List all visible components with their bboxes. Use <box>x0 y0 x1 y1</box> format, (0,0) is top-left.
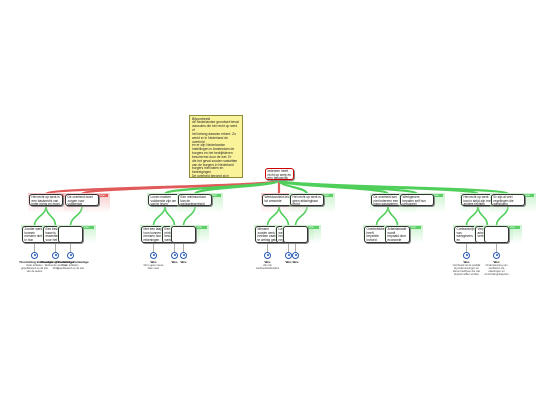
source-name: Wes <box>292 259 299 264</box>
source-name: Flourishing Bookwolge <box>19 259 53 264</box>
branch-claim[interactable]: Een minimumloon kan de werkgelegenheid v… <box>178 194 212 206</box>
branch-link <box>277 178 510 196</box>
person-icon[interactable] <box>292 252 299 259</box>
person-icon[interactable] <box>31 252 38 259</box>
child-claim[interactable]: Contractvrijheid van werkgevers en werkn… <box>454 226 479 243</box>
branch-tag: Tegen <box>98 194 108 197</box>
child-claim[interactable] <box>283 226 308 243</box>
source-caption: Zie ook werkloosheidscijfers <box>255 263 280 270</box>
person-icon[interactable] <box>285 252 292 259</box>
child-tag: Voor <box>83 226 94 229</box>
branch-claim[interactable]: Er zijn al veel regelingen die werklozen… <box>491 194 525 206</box>
branch-tag: Voor <box>323 194 333 197</box>
branch-claim[interactable]: De overheid moet zorgen voor voldoende w… <box>65 194 99 206</box>
child-tag: Voor <box>308 226 319 229</box>
source-name: Wes <box>150 259 157 264</box>
child-claim[interactable]: Arbeidsmarkt wordt bepaald door economie <box>385 226 410 243</box>
root-claim[interactable]: Iedereen heeft recht op werk en een fats… <box>265 168 294 180</box>
branch-claim[interactable]: Het recht op werk is een basisrecht van … <box>29 194 63 206</box>
branch-link <box>193 178 281 196</box>
source-name: Wes <box>493 259 500 264</box>
person-icon[interactable] <box>493 252 500 259</box>
person-icon[interactable] <box>67 252 74 259</box>
person-icon[interactable] <box>150 252 157 259</box>
child-tag: Voor <box>196 226 207 229</box>
source-caption: Dit is geen nieuw idee meer <box>143 263 164 270</box>
branch-claim[interactable]: Lonen moeten voldoende zijn om van te le… <box>148 194 182 206</box>
branch-tag: Voor <box>433 194 443 197</box>
person-icon[interactable] <box>180 252 187 259</box>
child-claim[interactable]: Met een laag loon kunnen mensen hun reke… <box>141 226 166 243</box>
source-name: Wes <box>264 259 271 264</box>
child-tag: Voor <box>410 226 421 229</box>
source-name: Flourishing Bookwolge <box>55 259 89 264</box>
source-caption: Referentie werk uit 2010 <box>44 263 67 270</box>
source-name: Wes <box>180 259 187 264</box>
branch-claim[interactable]: Werkgevers bepalen zelf hun personeel <box>400 194 434 206</box>
source-name: Wes <box>171 259 178 264</box>
child-claim[interactable]: Zonder werk kunnen mensen niet in hun le… <box>22 226 47 243</box>
person-icon[interactable] <box>463 252 470 259</box>
branch-tag: Voor <box>211 194 221 197</box>
person-icon[interactable] <box>264 252 271 259</box>
source-caption: Voorbeeld uit de praktijk bij ondernemin… <box>452 263 481 276</box>
branch-tag: Voor <box>524 194 534 197</box>
person-icon[interactable] <box>52 252 59 259</box>
person-icon[interactable] <box>171 252 178 259</box>
child-claim[interactable] <box>484 226 509 243</box>
explanation-note[interactable]: Bijvoorbeeld de Nederlandse grondwet bev… <box>189 115 243 178</box>
child-claim[interactable] <box>171 226 196 243</box>
branch-claim[interactable]: De overheid kan niet iedereen een baan g… <box>371 194 405 206</box>
source-name: Wes <box>285 259 292 264</box>
branch-claim[interactable]: Het recht op werk is geen afdwingbaar re… <box>290 194 324 206</box>
source-caption: Naar artikelen gepubliceerd op de site v… <box>21 263 48 273</box>
source-caption: Naar artikelen gepubliceerd op de site <box>57 263 84 270</box>
child-tag: Voor <box>509 226 520 229</box>
source-name: Flourishing Bookwolge <box>40 259 74 264</box>
source-caption: Ondersteuning van werklozen via uitkerin… <box>484 263 509 276</box>
source-name: Wes <box>463 259 470 264</box>
child-claim[interactable] <box>58 226 83 243</box>
